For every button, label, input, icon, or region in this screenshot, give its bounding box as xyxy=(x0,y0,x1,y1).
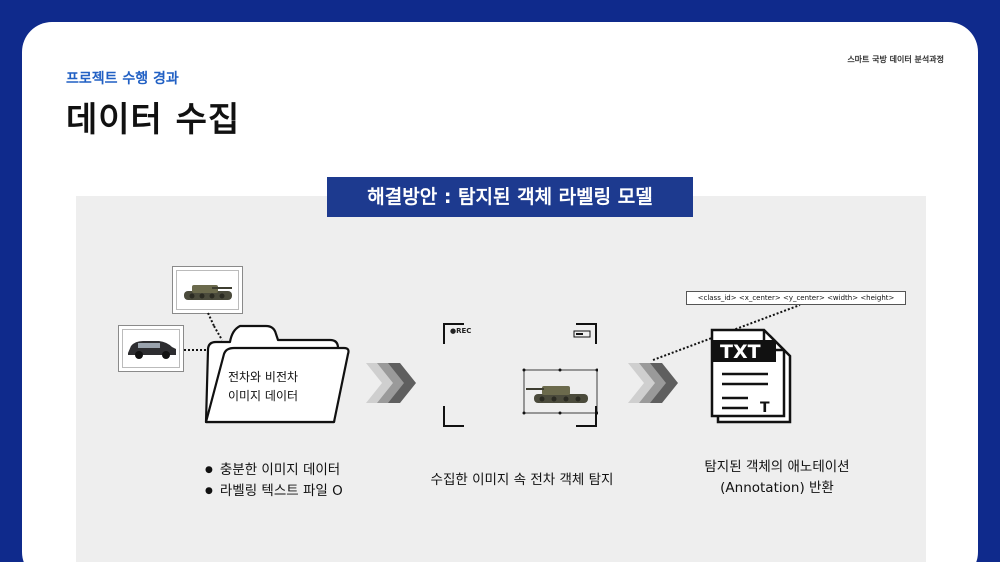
bullet-item: 충분한 이미지 데이터 xyxy=(205,460,343,481)
folder-caption: 전차와 비전차 이미지 데이터 xyxy=(218,368,308,406)
connector-lines xyxy=(184,304,801,361)
slide-card: 스마트 국방 데이터 분석과정 프로젝트 수행 경과 데이터 수집 해결방안 :… xyxy=(22,22,978,562)
annotation-format-callout: <class_id> <x_center> <y_center> <width>… xyxy=(686,291,906,305)
step3-caption-line-1: 탐지된 객체의 애노테이션 xyxy=(704,459,850,475)
section-kicker: 프로젝트 수행 경과 xyxy=(66,71,179,87)
step2-caption: 수집한 이미지 속 전차 객체 탐지 xyxy=(430,472,614,488)
step3-caption-line-2: (Annotation) 반환 xyxy=(720,480,834,496)
car-photo xyxy=(118,325,184,372)
bullet-item: 라벨링 텍스트 파일 O xyxy=(205,481,343,502)
folder-icon xyxy=(204,324,350,424)
step1-bullets: 충분한 이미지 데이터 라벨링 텍스트 파일 O xyxy=(205,460,343,502)
rec-indicator: ●REC xyxy=(450,327,472,335)
tank-icon xyxy=(526,386,588,403)
page-title: 데이터 수집 xyxy=(66,100,241,140)
camera-frame xyxy=(443,323,598,427)
chevron-right-icon xyxy=(366,363,416,403)
course-label: 스마트 국방 데이터 분석과정 xyxy=(847,55,944,64)
step3-caption: 탐지된 객체의 애노테이션 (Annotation) 반환 xyxy=(662,457,892,499)
solution-banner: 해결방안 : 탐지된 객체 라벨링 모델 xyxy=(327,177,693,217)
file-letter: T xyxy=(760,400,770,416)
tank-icon xyxy=(184,285,232,300)
folder-line-1: 전차와 비전차 xyxy=(227,370,299,384)
chevron-right-icon xyxy=(628,363,678,403)
tank-photo xyxy=(172,266,243,314)
folder-line-2: 이미지 데이터 xyxy=(227,389,299,403)
txt-file-icon: TXT T xyxy=(710,328,792,424)
car-icon xyxy=(128,341,176,359)
file-type-label: TXT xyxy=(720,341,761,363)
